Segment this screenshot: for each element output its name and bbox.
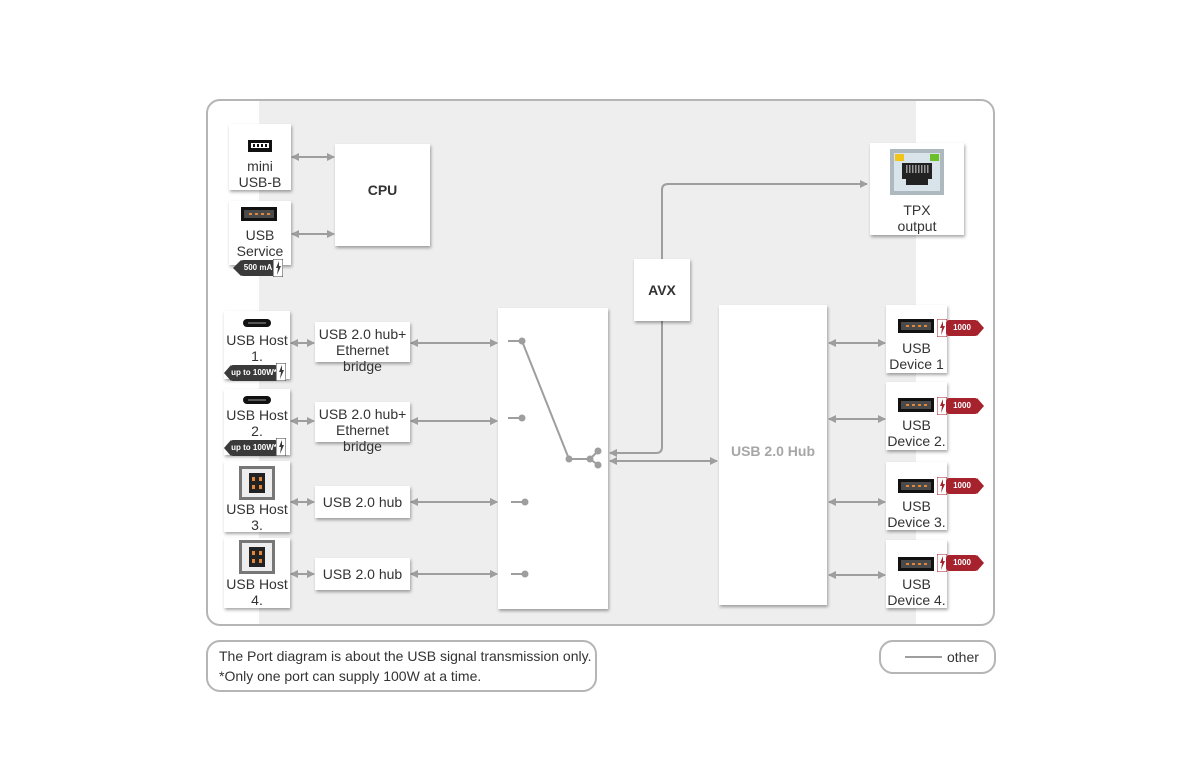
lightning-icon (937, 397, 947, 415)
usb-a-icon (898, 479, 934, 493)
usb-c-icon (243, 319, 271, 327)
lightning-icon (937, 554, 947, 572)
port-label: output (897, 218, 937, 234)
power-badge: up to 100W* (230, 440, 278, 456)
port-usb-device-3[interactable]: USB Device 3. (886, 462, 947, 530)
usb-b-icon (239, 466, 275, 500)
port-label: Service (236, 243, 284, 259)
current-badge: 1000 mA (946, 398, 978, 426)
current-badge: 1000 mA (946, 478, 978, 506)
rj45-icon (890, 149, 944, 195)
port-label: mini (247, 158, 273, 174)
port-mini-usb-b[interactable]: mini USB-B (229, 124, 291, 190)
port-label: USB Host (226, 501, 288, 517)
port-label: USB Host (226, 576, 288, 592)
port-label: Device 2. (887, 433, 946, 449)
port-label: 1. (251, 348, 263, 364)
port-label: USB (902, 417, 931, 433)
current-badge: 1000 mA (946, 555, 978, 583)
port-label: USB (902, 498, 931, 514)
usb-a-icon (241, 207, 277, 221)
port-usb-device-1[interactable]: USB Device 1 (886, 305, 947, 373)
port-usb-service[interactable]: USB Service (229, 201, 291, 265)
port-label: USB Host (226, 407, 288, 423)
avx-block: AVX (634, 259, 690, 321)
usb-hub-block: USB 2.0 Hub (719, 305, 827, 605)
usb-c-icon (243, 396, 271, 404)
port-tpx-output[interactable]: TPX output (870, 143, 964, 235)
usb-a-icon (898, 398, 934, 412)
port-label: 2. (251, 423, 263, 439)
lightning-icon (276, 438, 286, 456)
hub-4: USB 2.0 hub (315, 558, 410, 590)
port-usb-host-4[interactable]: USB Host 4. (224, 538, 290, 608)
hub-bridge-1: USB 2.0 hub+ Ethernet bridge (315, 322, 410, 374)
mini-usb-b-icon (248, 140, 272, 152)
port-usb-device-4[interactable]: USB Device 4. (886, 540, 947, 608)
port-label: USB (902, 576, 931, 592)
legend-label-other: other (947, 649, 979, 665)
port-label: Device 3. (887, 514, 946, 530)
usb-b-icon (239, 540, 275, 574)
note-line-1: The Port diagram is about the USB signal… (219, 648, 592, 664)
port-label: USB (902, 340, 931, 356)
port-label: 3. (251, 517, 263, 533)
cpu-block: CPU (335, 144, 430, 246)
power-badge: up to 100W* (230, 365, 278, 381)
cpu-label: CPU (367, 182, 398, 198)
port-label: USB (245, 227, 275, 243)
hub-bridge-2: USB 2.0 hub+ Ethernet bridge (315, 402, 410, 454)
lightning-icon (937, 319, 947, 337)
port-label: 4. (251, 592, 263, 608)
port-usb-host-3[interactable]: USB Host 3. (224, 461, 290, 533)
usb-a-icon (898, 557, 934, 571)
port-label: Device 4. (887, 592, 946, 608)
current-badge: 1000 mA (946, 320, 978, 348)
usb-hub-label: USB 2.0 Hub (730, 443, 815, 459)
lightning-icon (937, 477, 947, 495)
note-line-2: *Only one port can supply 100W at a time… (219, 668, 482, 684)
current-badge: 500 mA (240, 260, 276, 276)
hub-3: USB 2.0 hub (315, 486, 410, 518)
port-label: TPX (903, 202, 931, 218)
usb-a-icon (898, 319, 934, 333)
lightning-icon (273, 259, 283, 277)
lightning-icon (276, 363, 286, 381)
port-label: USB Host (226, 332, 288, 348)
notes-box (206, 640, 597, 692)
port-label: USB-B (238, 174, 282, 190)
port-label: Device 1 (889, 356, 944, 372)
port-usb-device-2[interactable]: USB Device 2. (886, 382, 947, 450)
